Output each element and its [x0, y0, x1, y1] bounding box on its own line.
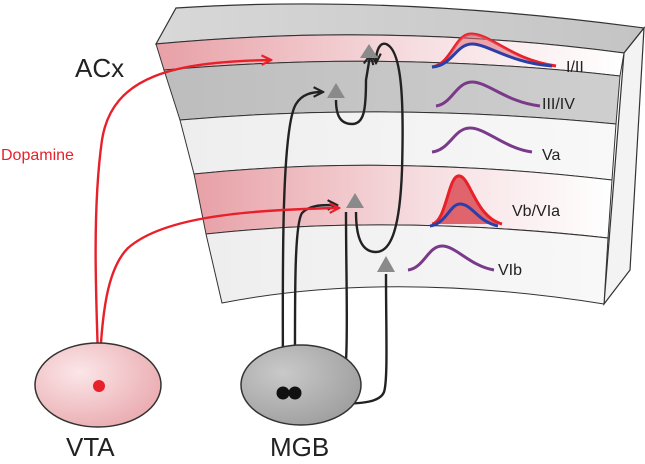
- acx-label: ACx: [75, 53, 124, 83]
- layer-label-Va: Va: [542, 147, 560, 164]
- layer-label-I-II: I/II: [566, 59, 584, 76]
- layer-label-III-IV: III/IV: [542, 96, 575, 113]
- curve-I-II-baseline: [431, 42, 553, 69]
- dopamine-projections: [94, 60, 338, 386]
- mgb-label: MGB: [270, 432, 329, 462]
- response-curves: [407, 32, 557, 272]
- pyramidal-neuron-Vb-VIa: [346, 193, 364, 208]
- mgb-projection-to-III-IV: [281, 92, 322, 393]
- nuclei: [34, 342, 362, 428]
- VIb-to-mgb: [330, 273, 388, 404]
- mgb-cell-body-1: [276, 386, 290, 400]
- curve-Vb-VIa-enhanced: [431, 174, 503, 226]
- dopamine-projection-to-I-II: [94, 60, 270, 386]
- vta-label: VTA: [66, 432, 115, 462]
- vta-cell-body: [93, 380, 105, 392]
- slab-side-face: [603, 26, 645, 306]
- mgb-projection-to-Vb-VIa: [293, 205, 336, 393]
- dopamine-projection-to-Vb-VIa: [97, 208, 338, 386]
- Vb-VIa-to-I-II-loop: [354, 42, 404, 254]
- curve-VIb: [407, 244, 495, 272]
- pyramidal-neuron-I-II: [360, 44, 378, 58]
- thalamic-projections: [281, 42, 404, 404]
- curve-Vb-VIa-baseline: [429, 202, 499, 228]
- pyramidal-neuron-III-IV: [327, 83, 345, 98]
- layer-band-5: [205, 224, 609, 305]
- dopamine-label: Dopamine: [1, 147, 74, 164]
- mgb-cell-body-2: [288, 386, 302, 400]
- III-IV-to-I-II-loop: [334, 56, 370, 126]
- layer-label-VIb: VIb: [498, 262, 522, 279]
- layer-labels: I/II III/IV Va Vb/VIa VIb: [498, 59, 584, 279]
- curve-Va: [431, 126, 533, 154]
- pyramidal-neuron-VIb: [377, 256, 395, 272]
- neurons: [327, 44, 395, 272]
- curve-III-IV: [435, 80, 541, 108]
- mgb-nucleus: [240, 344, 362, 426]
- layer-label-Vb-VIa: Vb/VIa: [512, 203, 560, 220]
- curve-I-II-fill: [436, 33, 548, 66]
- cortex-slab: [154, 3, 645, 306]
